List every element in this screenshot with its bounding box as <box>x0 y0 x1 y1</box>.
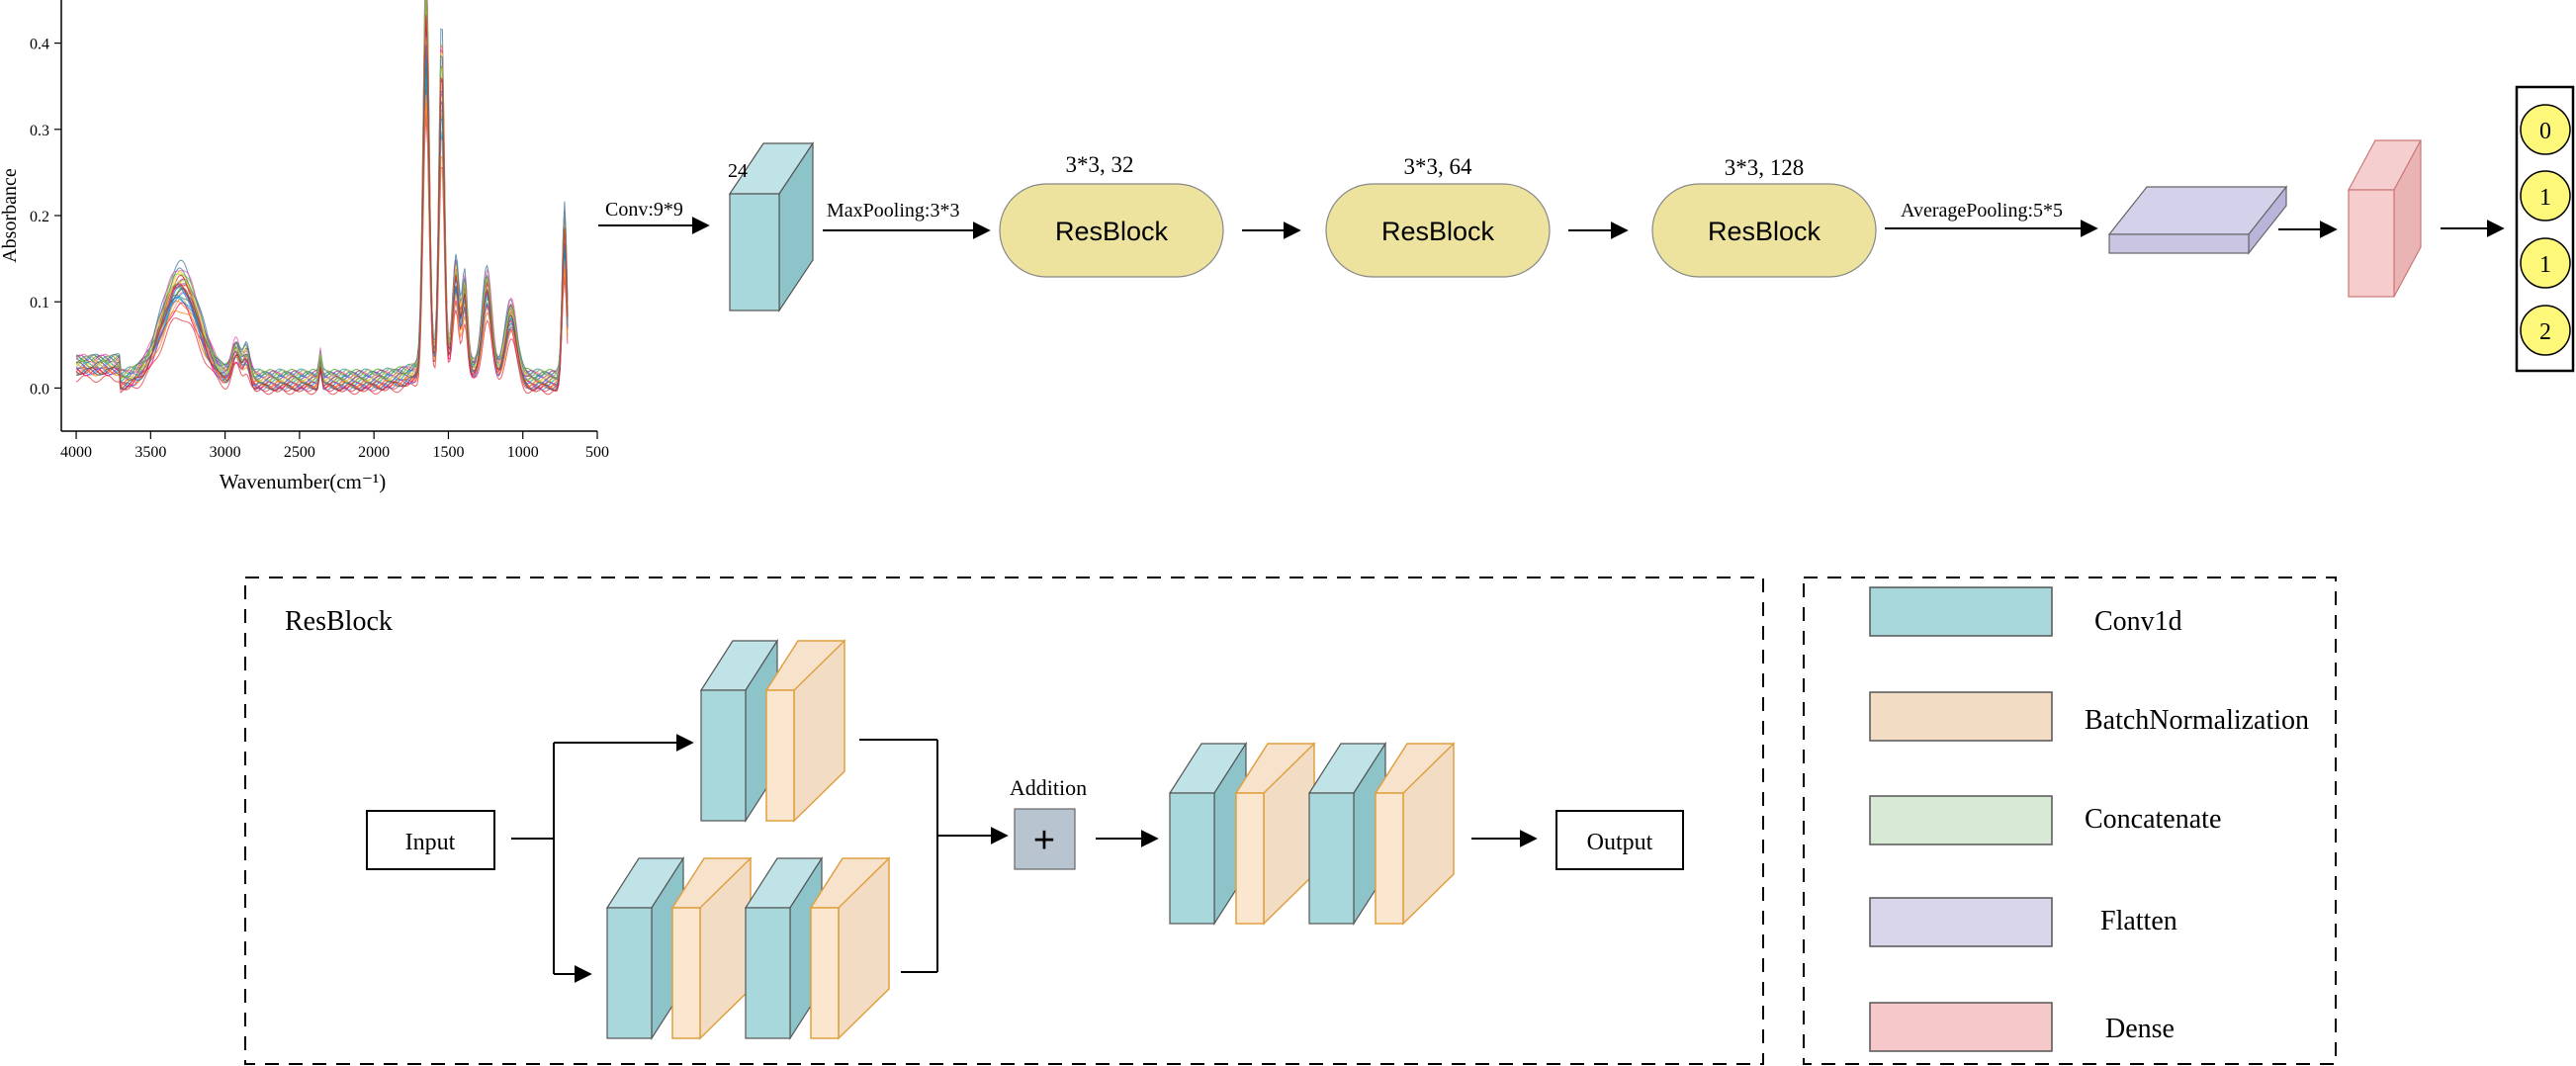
legend-label-dense: Dense <box>2105 1014 2175 1044</box>
x-tick-label: 1000 <box>507 444 539 461</box>
legend-label-conv1d: Conv1d <box>2094 606 2182 637</box>
output-node-1-label: 1 <box>2539 185 2551 211</box>
legend-swatch-batchnorm <box>1869 691 2053 742</box>
x-tick-label: 4000 <box>60 444 92 461</box>
spectrum-curve <box>75 16 569 379</box>
output-node-2-label: 1 <box>2539 252 2551 278</box>
resblock-2: ResBlock <box>1325 183 1551 278</box>
flatten-block <box>2107 185 2288 255</box>
x-tick-label: 2500 <box>284 444 315 461</box>
legend-label-batchnorm: BatchNormalization <box>2085 705 2309 736</box>
x-tick-label: 1500 <box>432 444 464 461</box>
output-node-1: 1 <box>2520 170 2571 222</box>
output-layer: 0 1 1 2 <box>2515 85 2575 373</box>
conv-label: Conv:9*9 <box>605 199 683 221</box>
output-box <box>1555 810 1684 870</box>
lower-batchnorm-block-2 <box>809 856 891 1040</box>
y-tick-label: 0.1 <box>30 295 49 311</box>
output-node-3-label: 2 <box>2539 319 2551 345</box>
x-tick-label: 2000 <box>358 444 390 461</box>
spectrum-plot: 4000 3500 3000 2500 2000 1500 1000 500 0.0 0.1 0.2… <box>0 0 609 493</box>
resblock-3-params: 3*3, 128 <box>1725 155 1805 180</box>
upper-batchnorm-block <box>764 639 846 823</box>
spectrum-xlabel: Wavenumber(cm⁻¹) <box>220 470 386 493</box>
maxpool-label: MaxPooling:3*3 <box>827 200 959 222</box>
avgpool-label: AveragePooling:5*5 <box>1901 200 2063 222</box>
lower-conv-block-1 <box>605 855 685 1041</box>
input-box <box>366 810 495 870</box>
legend-swatch-dense <box>1869 1002 2053 1052</box>
addition-box <box>1014 808 1076 870</box>
output-node-3: 2 <box>2520 305 2571 356</box>
legend-item-dense: Dense <box>1869 1002 2175 1052</box>
legend-frame <box>1803 577 2337 1065</box>
legend-item-conv1d: Conv1d <box>1869 586 2182 637</box>
y-tick-label: 0.0 <box>30 381 49 398</box>
lower-batchnorm-block-1 <box>670 856 753 1040</box>
addition-symbol: + <box>1033 820 1055 861</box>
legend-swatch-flatten <box>1869 897 2053 947</box>
legend-swatch-concatenate <box>1869 795 2053 845</box>
post-batchnorm-block-1 <box>1234 742 1316 926</box>
spectrum-curves <box>75 0 569 396</box>
legend-label-flatten: Flatten <box>2100 906 2177 936</box>
resblock-detail-frame <box>244 577 1764 1065</box>
legend-label-concatenate: Concatenate <box>2085 804 2221 835</box>
legend-swatch-conv1d <box>1869 586 2053 637</box>
spectrum-curve <box>75 0 569 380</box>
conv-block <box>728 141 815 312</box>
spectrum-ylabel: Absorbance <box>0 168 21 263</box>
dense-block <box>2347 139 2423 298</box>
output-node-0: 0 <box>2520 104 2571 155</box>
spectrum-curve <box>75 0 569 380</box>
x-tick-label: 3500 <box>134 444 166 461</box>
legend-panel: Conv1d BatchNormalization Concatenate Fl… <box>1803 577 2337 1065</box>
output-node-0-label: 0 <box>2539 119 2551 144</box>
resblock-1-params: 3*3, 32 <box>1066 152 1134 177</box>
input-label: Input <box>405 830 456 855</box>
resblock-3: ResBlock <box>1651 183 1877 278</box>
legend-item-batchnorm: BatchNormalization <box>1869 691 2309 742</box>
resblock-detail-title: ResBlock <box>285 606 393 637</box>
resblock-1-label: ResBlock <box>1055 217 1169 246</box>
output-label: Output <box>1587 830 1653 855</box>
conv-depth-label: 24 <box>728 160 748 182</box>
resblock-detail-panel: ResBlock Input <box>244 577 1764 1065</box>
resblock-3-label: ResBlock <box>1708 217 1821 246</box>
spectrum-curve <box>75 7 569 379</box>
post-conv-block-2 <box>1307 741 1387 927</box>
spectrum-curve <box>75 15 569 392</box>
pipeline: Conv:9*9 24 MaxPooling:3*3 ResBlock 3*3,… <box>598 85 2575 373</box>
resblock-2-label: ResBlock <box>1381 217 1495 246</box>
x-tick-label: 500 <box>585 444 609 461</box>
output-node-2: 1 <box>2520 237 2571 289</box>
spectrum-curve <box>75 0 569 381</box>
post-batchnorm-block-2 <box>1374 742 1456 926</box>
legend-item-concatenate: Concatenate <box>1869 795 2221 845</box>
spectrum-ticks: 4000 3500 3000 2500 2000 1500 1000 500 0.0 0.1 0.2… <box>30 37 609 461</box>
resblock-2-params: 3*3, 64 <box>1404 154 1473 179</box>
x-tick-label: 3000 <box>210 444 241 461</box>
y-tick-label: 0.2 <box>30 209 49 225</box>
addition-label: Addition <box>1010 775 1087 800</box>
resblock-1: ResBlock <box>999 183 1224 278</box>
y-tick-label: 0.3 <box>30 123 49 139</box>
y-tick-label: 0.4 <box>30 37 49 53</box>
legend-item-flatten: Flatten <box>1869 897 2177 947</box>
post-conv-block-1 <box>1168 741 1248 927</box>
